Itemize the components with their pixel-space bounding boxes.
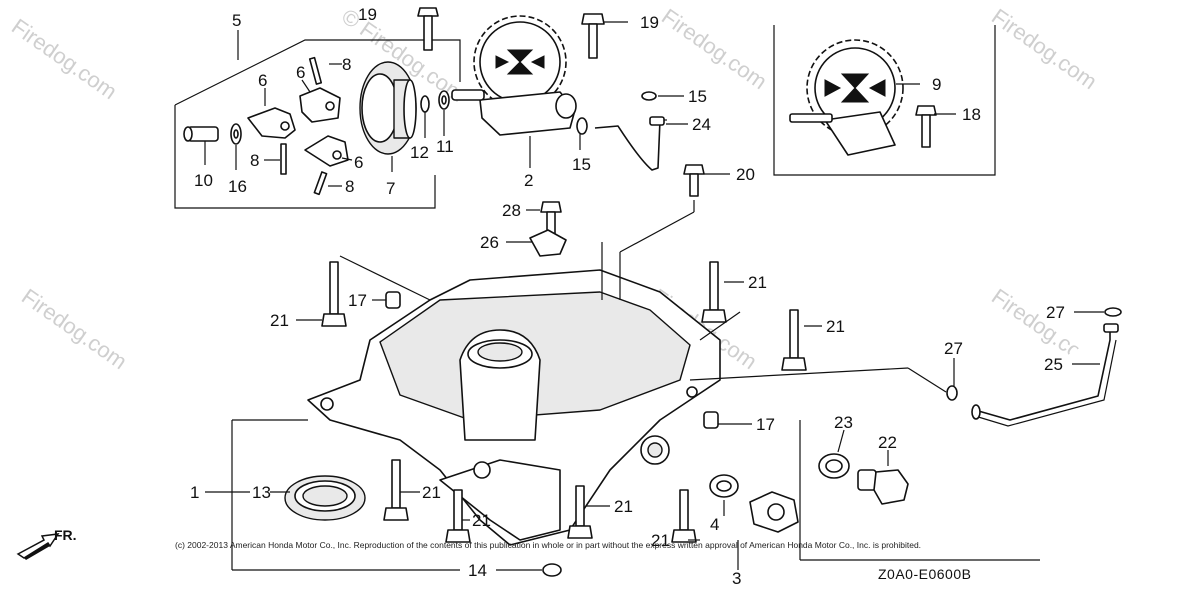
callout-15: 15 xyxy=(688,87,707,106)
diagram-code: Z0A0-E0600B xyxy=(878,566,972,582)
callout-21: 21 xyxy=(748,273,767,292)
callout-27: 27 xyxy=(944,339,963,358)
part-18-bolt xyxy=(915,105,937,148)
callout-8: 8 xyxy=(345,177,354,196)
callout-17: 17 xyxy=(348,291,367,310)
part-9-gear xyxy=(789,39,904,156)
callout-15: 15 xyxy=(572,155,591,174)
callout-27: 27 xyxy=(1046,303,1065,322)
part-6-weight-c xyxy=(304,135,349,167)
part-17-dowel-b xyxy=(703,411,719,429)
callout-14: 14 xyxy=(468,561,487,580)
watermark: Firedog.com xyxy=(657,4,772,95)
part-8-pins xyxy=(280,56,328,196)
callout-8: 8 xyxy=(342,55,351,74)
part-22-plug xyxy=(857,469,909,505)
part-17-dowel-a xyxy=(385,291,401,309)
callout-4: 4 xyxy=(710,515,719,534)
front-label: FR. xyxy=(54,527,77,543)
part-28-bolt xyxy=(540,201,562,235)
part-10-shaft xyxy=(183,126,219,165)
callout-21: 21 xyxy=(422,483,441,502)
callout-21: 21 xyxy=(614,497,633,516)
part-23-washer xyxy=(818,453,850,479)
watermark: Firedog.com xyxy=(7,14,122,105)
callout-20: 20 xyxy=(736,165,755,184)
leader-lines xyxy=(205,21,1104,571)
callout-19: 19 xyxy=(640,13,659,32)
part-2-pump-gear xyxy=(451,15,577,136)
callout-24: 24 xyxy=(692,115,711,134)
part-24-tube xyxy=(594,116,667,171)
callout-25: 25 xyxy=(1044,355,1063,374)
part-6-weight-a xyxy=(247,107,296,139)
part-27-clip-a xyxy=(1104,307,1122,317)
part-19-bolt-a xyxy=(417,7,439,51)
callout-7: 7 xyxy=(386,179,395,198)
callout-23: 23 xyxy=(834,413,853,432)
callout-21: 21 xyxy=(472,511,491,530)
watermark: Firedog.com xyxy=(17,284,132,375)
callout-11: 11 xyxy=(436,137,454,156)
part-3-drain-plug xyxy=(749,491,799,533)
camshaft-group-box xyxy=(773,25,996,176)
part-25-tube xyxy=(971,323,1119,427)
part-4-washer xyxy=(709,474,739,498)
callout-6: 6 xyxy=(296,63,305,82)
part-7-governor-holder xyxy=(359,61,417,155)
callout-6: 6 xyxy=(258,71,267,90)
part-6-weight-b xyxy=(299,87,341,123)
callout-22: 22 xyxy=(878,433,897,452)
front-direction-indicator: FR. xyxy=(14,522,94,562)
part-21-bolts xyxy=(321,261,807,543)
copyright-notice: (c) 2002-2013 American Honda Motor Co., … xyxy=(175,540,922,550)
part-12-washer xyxy=(420,95,430,113)
part-16-washer xyxy=(230,123,242,145)
callout-13: 13 xyxy=(252,483,271,502)
part-11-clip xyxy=(438,90,450,110)
callout-28: 28 xyxy=(502,201,521,220)
callout-1: 1 xyxy=(190,483,199,502)
part-20-bolt xyxy=(683,164,705,197)
callout-6: 6 xyxy=(354,153,363,172)
callout-21: 21 xyxy=(826,317,845,336)
part-26-clamp xyxy=(529,229,567,257)
callout-16: 16 xyxy=(228,177,247,196)
callout-26: 26 xyxy=(480,233,499,252)
callout-12: 12 xyxy=(410,143,429,162)
part-1-case-cover xyxy=(307,269,721,546)
part-14-gasket xyxy=(542,563,562,577)
callout-17: 17 xyxy=(756,415,775,434)
front-arrow-icon: FR. xyxy=(16,527,77,560)
callout-2: 2 xyxy=(524,171,533,190)
watermark: Firedog.com xyxy=(987,4,1102,95)
part-15-oring-b xyxy=(576,117,588,135)
governor-group-box xyxy=(174,39,461,209)
callout-5: 5 xyxy=(232,11,241,30)
callout-18: 18 xyxy=(962,105,981,124)
part-15-oring-a xyxy=(641,91,657,101)
callout-21: 21 xyxy=(651,531,670,550)
callout-19: 19 xyxy=(358,5,377,24)
callout-labels: 5 6 6 6 8 8 8 10 16 7 12 11 2 15 15 24 1… xyxy=(190,5,1065,588)
part-27-clip-b xyxy=(946,385,958,401)
part-19-bolt-b xyxy=(581,13,605,59)
callout-21: 21 xyxy=(270,311,289,330)
callout-10: 10 xyxy=(194,171,213,190)
part-13-oil-seal xyxy=(284,475,366,521)
callout-9: 9 xyxy=(932,75,941,94)
callout-3: 3 xyxy=(732,569,741,588)
callout-8: 8 xyxy=(250,151,259,170)
